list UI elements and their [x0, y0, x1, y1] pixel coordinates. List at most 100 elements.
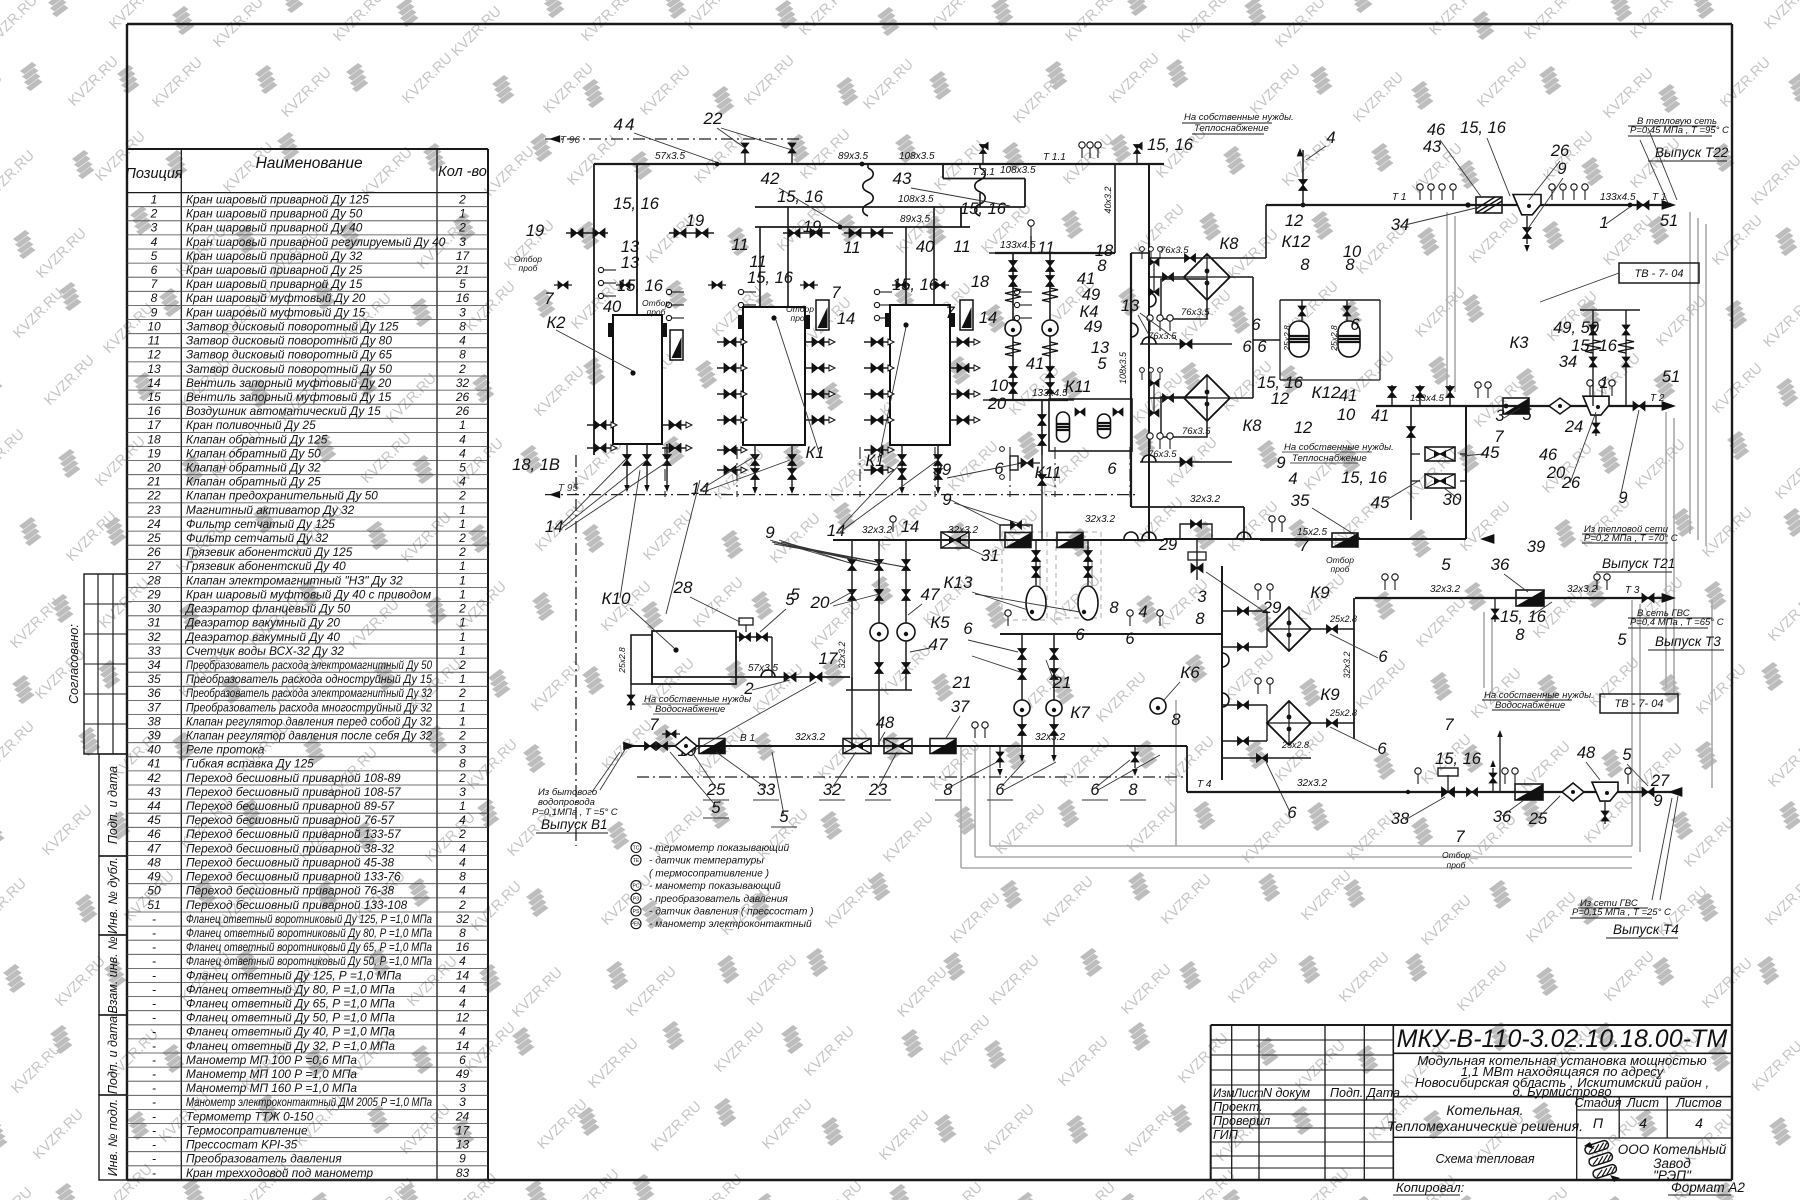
svg-text:Фланец ответный воротниковый Д: Фланец ответный воротниковый Ду 65, Р =1…	[186, 940, 432, 954]
svg-text:Т 1: Т 1	[1652, 192, 1666, 203]
svg-text:42: 42	[761, 169, 780, 188]
svg-text:15, 16: 15, 16	[747, 269, 794, 287]
svg-text:К3: К3	[1510, 334, 1530, 352]
svg-text:5: 5	[790, 585, 800, 604]
svg-text:47: 47	[921, 585, 940, 604]
svg-text:Теплоснабжение: Теплоснабжение	[1292, 453, 1367, 464]
svg-text:108x3.5: 108x3.5	[898, 194, 934, 205]
svg-text:Кран шаровый муфтовый Ду 20: Кран шаровый муфтовый Ду 20	[186, 291, 366, 305]
svg-text:41: 41	[1077, 270, 1095, 288]
svg-text:4: 4	[459, 1025, 466, 1039]
svg-text:К5: К5	[930, 613, 950, 632]
svg-text:8: 8	[1109, 599, 1119, 617]
svg-text:15, 16: 15, 16	[1257, 374, 1304, 392]
svg-text:8: 8	[1195, 610, 1205, 628]
svg-text:49, 50: 49, 50	[1553, 319, 1600, 337]
svg-text:32x3.2: 32x3.2	[1342, 651, 1352, 678]
svg-text:33: 33	[147, 644, 161, 658]
svg-text:1: 1	[459, 799, 466, 813]
svg-text:2: 2	[743, 680, 753, 698]
svg-text:5: 5	[1441, 555, 1451, 574]
svg-text:Изм: Изм	[1213, 1088, 1234, 1100]
svg-text:Фланец ответный Ду 80, Р =1,0: Фланец ответный Ду 80, Р =1,0 МПа	[186, 982, 395, 996]
svg-text:1: 1	[459, 700, 466, 714]
svg-text:26: 26	[146, 545, 161, 559]
svg-text:2: 2	[150, 207, 158, 221]
svg-text:18: 18	[971, 273, 990, 291]
svg-text:28: 28	[673, 578, 693, 597]
svg-text:9: 9	[459, 1152, 466, 1166]
svg-text:9: 9	[151, 305, 158, 319]
svg-text:1: 1	[459, 503, 466, 517]
svg-text:22: 22	[146, 489, 161, 503]
svg-text:41: 41	[1371, 407, 1389, 425]
svg-text:Кран шаровый приварной Ду 40: Кран шаровый приварной Ду 40	[186, 221, 363, 235]
svg-text:15, 16: 15, 16	[1460, 119, 1507, 137]
svg-text:Кран шаровый приварной Ду 25: Кран шаровый приварной Ду 25	[186, 263, 363, 277]
svg-text:8: 8	[1345, 256, 1355, 274]
svg-text:Завод: Завод	[1653, 1156, 1691, 1171]
svg-text:-: -	[152, 1039, 156, 1053]
svg-text:15, 16: 15, 16	[1341, 469, 1388, 487]
svg-text:Деаэратор вакумный Ду 40: Деаэратор вакумный Ду 40	[184, 630, 340, 644]
svg-text:Клапан обратный Ду 32: Клапан обратный Ду 32	[186, 461, 321, 475]
svg-text:25x2.8: 25x2.8	[1329, 325, 1339, 352]
svg-text:4: 4	[459, 954, 466, 968]
svg-text:Кран шаровый приварной Ду 32: Кран шаровый приварной Ду 32	[186, 249, 363, 263]
svg-text:51: 51	[1660, 212, 1678, 230]
svg-text:Выпуск Т4: Выпуск Т4	[1613, 922, 1679, 937]
svg-text:Преобразователь расхода электр: Преобразователь расхода электромагнитный…	[186, 686, 432, 700]
svg-text:Кран шаровый муфтовый Ду 40 с: Кран шаровый муфтовый Ду 40 с приводом	[186, 587, 431, 601]
svg-text:Р=0,2 МПа , Т =70° С: Р=0,2 МПа , Т =70° С	[1584, 533, 1678, 544]
svg-text:15, 16: 15, 16	[613, 195, 660, 213]
svg-text:89x3.5: 89x3.5	[838, 151, 868, 162]
svg-text:2: 2	[458, 362, 466, 376]
svg-text:30: 30	[147, 602, 161, 616]
svg-text:26: 26	[1550, 142, 1570, 160]
svg-text:57x3.5: 57x3.5	[655, 151, 685, 162]
svg-text:40: 40	[603, 298, 622, 316]
svg-text:На собственные нужды.: На собственные нужды.	[1184, 112, 1294, 123]
svg-text:8: 8	[459, 926, 466, 940]
svg-text:- манометр электроконтактный: - манометр электроконтактный	[649, 919, 812, 930]
svg-text:Инв. № подл.: Инв. № подл.	[106, 1099, 120, 1177]
svg-text:13: 13	[621, 254, 640, 272]
svg-text:2: 2	[458, 602, 466, 616]
svg-text:27: 27	[146, 559, 162, 573]
svg-text:3: 3	[459, 305, 466, 319]
svg-text:Теплоснабжение: Теплоснабжение	[1194, 123, 1269, 134]
svg-text:Лист: Лист	[1233, 1088, 1264, 1100]
svg-text:4: 4	[459, 982, 466, 996]
svg-text:Новосибирская область , Искити: Новосибирская область , Искитимский райо…	[1415, 1075, 1709, 1090]
svg-text:1: 1	[1599, 214, 1608, 232]
svg-text:4: 4	[459, 855, 466, 869]
svg-text:Манометр электроконтактный ДМ: Манометр электроконтактный ДМ 2005 Р =1,…	[186, 1095, 432, 1109]
svg-text:5: 5	[779, 808, 789, 826]
svg-text:Водоснабжение: Водоснабжение	[1495, 700, 1565, 711]
svg-text:37: 37	[951, 698, 970, 716]
svg-text:Клапан регулятор давления посл: Клапан регулятор давления после себя Ду …	[186, 729, 432, 743]
svg-text:13: 13	[1091, 339, 1110, 357]
svg-text:12: 12	[456, 1011, 470, 1025]
svg-text:39: 39	[933, 461, 951, 479]
svg-text:32x3.2: 32x3.2	[862, 525, 892, 536]
svg-text:9: 9	[1653, 792, 1662, 810]
svg-text:3: 3	[459, 1081, 466, 1095]
svg-text:9: 9	[942, 491, 951, 509]
svg-text:Отбор: Отбор	[786, 304, 814, 314]
svg-text:К7: К7	[1070, 703, 1090, 722]
svg-text:19: 19	[803, 218, 821, 236]
svg-text:6: 6	[1378, 648, 1388, 666]
svg-text:Проверил: Проверил	[1213, 1114, 1270, 1128]
svg-text:32x3.2: 32x3.2	[1567, 584, 1597, 595]
svg-text:Термосопративление: Термосопративление	[186, 1123, 308, 1137]
svg-text:8: 8	[1171, 711, 1181, 729]
svg-text:Фланец ответный Ду 65, Р =1,0: Фланец ответный Ду 65, Р =1,0 МПа	[186, 997, 395, 1011]
svg-text:7: 7	[151, 277, 159, 291]
svg-text:5: 5	[459, 277, 466, 291]
svg-text:Подп.: Подп.	[1330, 1086, 1363, 1100]
svg-text:2: 2	[458, 658, 466, 672]
svg-text:К1: К1	[806, 444, 825, 462]
svg-text:водопровода: водопровода	[538, 797, 595, 808]
svg-text:Прессостат KPI-35: Прессостат KPI-35	[186, 1138, 298, 1152]
